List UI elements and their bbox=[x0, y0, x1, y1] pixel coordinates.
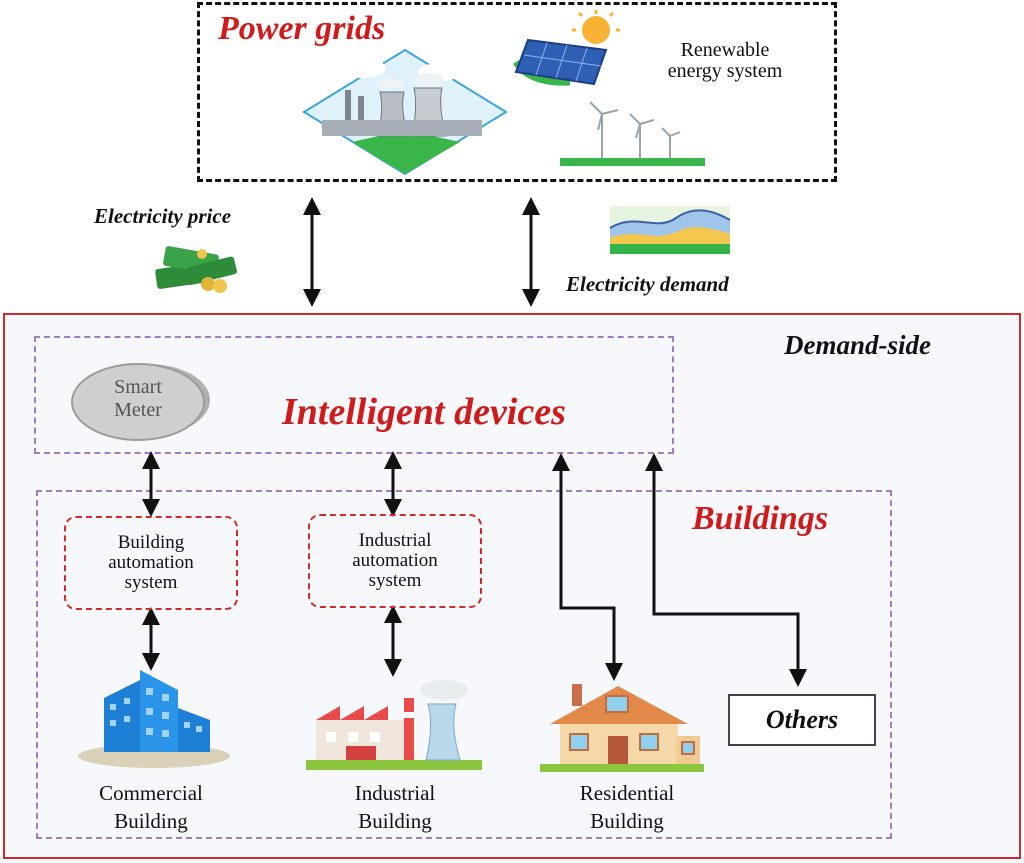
ias-line3: system bbox=[368, 569, 422, 591]
industrial-building-icon bbox=[306, 680, 482, 770]
commercial-line1: Commercial bbox=[99, 781, 203, 805]
renewable-label-line1: Renewable bbox=[680, 39, 770, 61]
residential-building-icon bbox=[540, 684, 704, 772]
smart-meter-line2: Meter bbox=[114, 399, 162, 421]
bas-line2: automation bbox=[108, 552, 194, 574]
electricity-price-label: Electricity price bbox=[94, 204, 232, 228]
industrial-line2: Building bbox=[358, 809, 432, 834]
solar-panel-icon bbox=[513, 10, 620, 86]
wind-turbine-icon bbox=[560, 101, 705, 166]
commercial-line2: Building bbox=[114, 809, 188, 834]
intelligent-devices-box bbox=[34, 336, 674, 454]
ias-line1: Industrial bbox=[358, 530, 432, 552]
renewable-label-line2: energy system bbox=[667, 60, 783, 82]
power-grids-box bbox=[197, 2, 837, 182]
demand-side-title: Demand-side bbox=[784, 330, 931, 360]
ias-line2: automation bbox=[352, 550, 438, 572]
building-automation-system-box: Building automation system bbox=[64, 516, 238, 610]
money-icon bbox=[155, 246, 238, 293]
others-box: Others bbox=[728, 694, 876, 746]
residential-line1: Residential bbox=[579, 781, 675, 805]
bas-line1: Building bbox=[117, 532, 185, 554]
devices-others-arrow bbox=[645, 453, 807, 687]
industrial-building-label: Industrial Building bbox=[314, 782, 476, 832]
bas-line3: system bbox=[124, 571, 178, 593]
power-plant-icon bbox=[302, 48, 508, 176]
demand-chart-icon bbox=[596, 202, 734, 260]
devices-residential-arrow bbox=[552, 453, 623, 681]
industrial-line1: Industrial bbox=[354, 781, 436, 805]
electricity-demand-label: Electricity demand bbox=[566, 272, 729, 296]
buildings-title: Buildings bbox=[692, 500, 829, 537]
smart-meter-line1: Smart bbox=[114, 376, 162, 398]
commercial-building-icon bbox=[78, 670, 230, 768]
residential-building-label: Residential Building bbox=[546, 782, 708, 832]
industrial-automation-system-box: Industrial automation system bbox=[308, 514, 482, 608]
intelligent-devices-title: Intelligent devices bbox=[282, 391, 566, 433]
power-grids-title: Power grids bbox=[218, 10, 386, 47]
renewable-energy-label: Renewable energy system bbox=[640, 40, 810, 82]
commercial-building-label: Commercial Building bbox=[70, 782, 232, 832]
smart-meter-icon: Smart Meter bbox=[64, 360, 214, 442]
residential-line2: Building bbox=[590, 809, 664, 834]
buildings-box bbox=[36, 490, 892, 839]
